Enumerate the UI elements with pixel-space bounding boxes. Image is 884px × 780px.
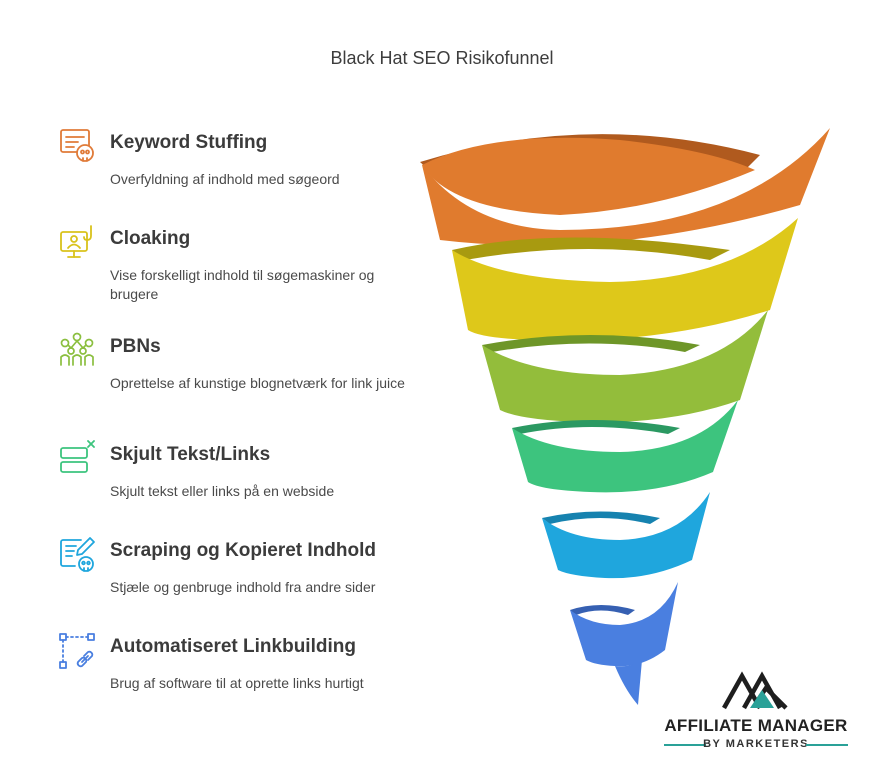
monitor-user-hook-icon (60, 225, 92, 258)
funnel-band-5 (542, 492, 710, 579)
affiliate-manager-logo: AFFILIATE MANAGER BY MARKETERS (660, 664, 852, 754)
link-nodes-icon (59, 633, 95, 669)
item-description: Overfyldning af indhold med søgeord (110, 171, 340, 187)
item-description: Stjæle og genbruge indhold fra andre sid… (110, 579, 376, 595)
item-description: Oprettelse af kunstige blognetværk for l… (110, 375, 405, 391)
item-description: Brug af software til at oprette links hu… (110, 675, 364, 691)
logo-line-right (806, 744, 848, 746)
item-heading: Automatiseret Linkbuilding (110, 636, 356, 657)
item-description: Skjult tekst eller links på en webside (110, 483, 335, 499)
risk-funnel (420, 128, 830, 705)
funnel-band-2 (452, 218, 798, 341)
hidden-fields-icon (60, 440, 95, 473)
funnel-band-6 (570, 582, 678, 667)
item-heading: Keyword Stuffing (110, 132, 268, 153)
item-heading: Skjult Tekst/Links (110, 444, 271, 465)
logo-sub-text: BY MARKETERS (703, 738, 809, 750)
funnel-band-4 (512, 400, 738, 493)
edit-document-skull-icon (60, 537, 95, 572)
funnel-band-3 (482, 310, 768, 423)
funnel-band-1 (420, 128, 830, 246)
item-heading: Scraping og Kopieret Indhold (110, 540, 376, 561)
document-skull-icon (60, 129, 94, 162)
item-description: Vise forskelligt indhold til søgemaskine… (110, 267, 375, 302)
diagram-title: Black Hat SEO Risikofunnel (330, 48, 554, 68)
item-heading: Cloaking (110, 228, 191, 249)
logo-mountains-icon (722, 671, 788, 710)
logo-line-left (664, 744, 706, 746)
network-people-icon (60, 332, 94, 366)
item-heading: PBNs (110, 336, 161, 357)
funnel-tip (615, 660, 642, 705)
logo-brand-text: AFFILIATE MANAGER (664, 716, 848, 735)
